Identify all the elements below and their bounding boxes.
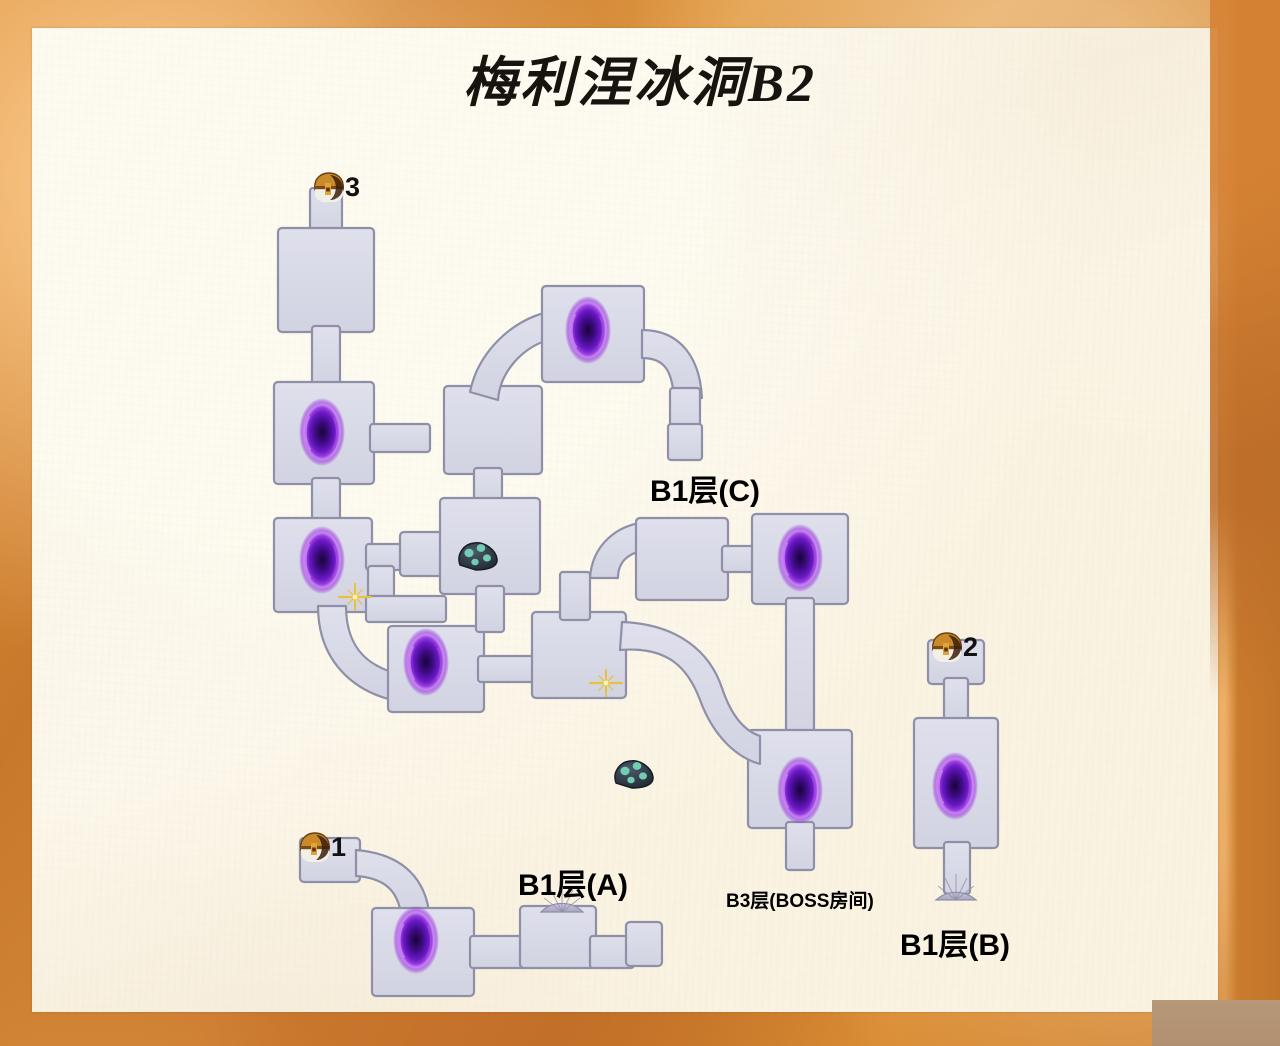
crystal-ore-icon: [614, 760, 654, 789]
page-title: 梅利涅冰洞B2: [462, 53, 818, 113]
chest-2-number: 2: [963, 631, 979, 662]
purple-portal-icon: [932, 752, 978, 820]
stairs-icon-b1-a: [539, 886, 585, 913]
purple-portal-icon: [299, 526, 345, 594]
exit-b1-b-label: B1层(B): [900, 929, 1010, 962]
overlay-bar: [1152, 1000, 1280, 1046]
parchment-page: [32, 28, 1218, 1012]
treasure-chest-icon: [932, 632, 962, 662]
chest-3-number: 3: [345, 171, 361, 202]
sparkle-layer: [337, 583, 624, 697]
chest-3-marker: 3: [312, 172, 360, 202]
map-floor-plan: [272, 186, 1000, 998]
exit-b3-boss-label: B3层(BOSS房间): [726, 891, 874, 912]
chest-1-number: 1: [331, 831, 347, 862]
treasure-chest-icon: [314, 172, 344, 202]
chest-1-marker: 1: [298, 832, 346, 862]
crystal-ore-icon: [458, 542, 498, 571]
chest-2-marker: 2: [930, 632, 978, 662]
paper-torn-edge: [1210, 0, 1280, 1046]
treasure-chest-icon: [300, 832, 330, 862]
purple-portal-icon: [565, 296, 611, 364]
exit-b1-a-label: B1层(A): [518, 869, 628, 902]
portal-layer: [299, 296, 978, 974]
ore-node-layer: [458, 542, 654, 789]
exit-b1-c-label: B1层(C): [650, 475, 760, 508]
sparkle-icon: [588, 669, 624, 697]
purple-portal-icon: [299, 398, 345, 466]
purple-portal-icon: [403, 628, 449, 696]
purple-portal-icon: [777, 756, 823, 824]
purple-portal-icon: [777, 524, 823, 592]
sparkle-icon: [337, 583, 373, 611]
purple-portal-icon: [393, 906, 439, 974]
stairs-icon-b1-b: [934, 874, 978, 901]
